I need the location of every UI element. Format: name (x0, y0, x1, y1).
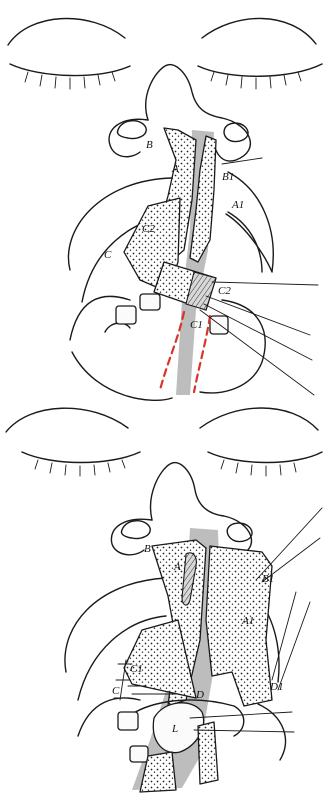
tooth-left-2 (140, 294, 160, 310)
label-l: L (171, 723, 178, 735)
right-nostril (224, 123, 248, 142)
right-lateral-curve (226, 172, 273, 272)
left-closed-eye (10, 64, 130, 89)
label-a: A (171, 163, 179, 175)
label-b1: B1 (222, 171, 234, 183)
tooth-right (210, 316, 228, 334)
label-b-2: B (144, 543, 151, 555)
panel-2: B A B1 A1 C1 C D1 D L (6, 408, 322, 792)
right-eyebrow (202, 18, 316, 44)
label-c: C (104, 249, 112, 261)
right-nostril-2 (227, 523, 252, 542)
tooth-left-4 (130, 746, 148, 762)
flap-a1-2 (206, 546, 272, 706)
label-d: D (195, 689, 204, 701)
left-nostril-2 (121, 521, 150, 539)
label-a-2: A (173, 561, 181, 573)
label-c-2: C (112, 685, 120, 697)
left-eyebrow-2 (6, 408, 128, 432)
label-c2-upper: C2 (142, 223, 155, 235)
left-closed-eye-2 (22, 452, 140, 476)
right-eyebrow-2 (200, 408, 318, 430)
label-b1-2: B1 (262, 573, 274, 585)
right-closed-eye (198, 64, 322, 89)
tooth-left (116, 306, 136, 324)
left-eyebrow (8, 19, 125, 45)
label-c1-2: C1 (130, 663, 143, 675)
label-c1: C1 (190, 319, 203, 331)
label-d1: D1 (269, 681, 283, 693)
label-a1-2: A1 (241, 615, 254, 627)
label-c2: C2 (218, 285, 231, 297)
left-nostril (117, 121, 146, 139)
lower-lip-curve (72, 352, 172, 400)
label-a1: A1 (231, 199, 244, 211)
leader-lines (200, 158, 318, 395)
tooth-left-3 (118, 712, 138, 730)
label-b: B (146, 139, 153, 151)
right-closed-eye-2 (208, 452, 322, 476)
panel-1: B A B1 A1 C2 C C2 C1 (8, 18, 322, 400)
